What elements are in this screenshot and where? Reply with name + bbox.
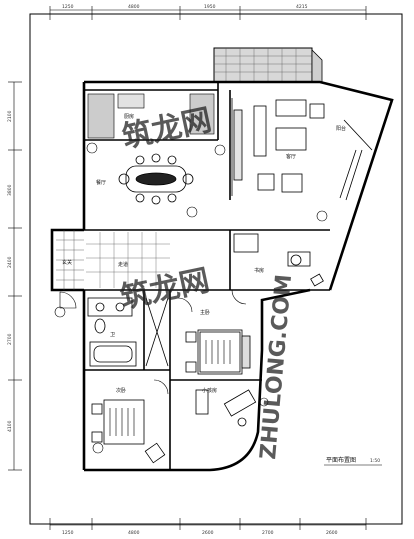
room-label-corridor: 走道 bbox=[118, 261, 128, 268]
dim-bottom-4: 2700 bbox=[262, 530, 274, 536]
corridor-floor-tiles bbox=[86, 232, 170, 288]
room-label-guest: 次卧 bbox=[116, 387, 126, 394]
room-label-entry: 玄关 bbox=[62, 259, 72, 266]
room-label-balcony: 阳台 bbox=[336, 125, 346, 132]
dim-left-1: 2100 bbox=[7, 110, 13, 122]
room-label-living: 客厅 bbox=[286, 153, 296, 160]
room-label-study: 书房 bbox=[254, 267, 264, 274]
plan-scale: 1:50 bbox=[370, 458, 380, 464]
interior-walls bbox=[84, 82, 330, 470]
room-label-master: 主卧 bbox=[200, 309, 210, 316]
potted-plants bbox=[54, 142, 328, 454]
exterior-walls bbox=[50, 80, 394, 472]
door-swings bbox=[59, 289, 247, 395]
drawing-frame bbox=[29, 13, 403, 525]
bottom-dimension-chain bbox=[49, 518, 367, 530]
dim-left-5: 4100 bbox=[7, 420, 13, 432]
dim-top-1: 1250 bbox=[62, 4, 74, 10]
study-desk bbox=[233, 233, 324, 287]
dim-bottom-3: 2600 bbox=[202, 530, 214, 536]
left-dimension-chain bbox=[8, 81, 22, 471]
kitchen-counter bbox=[87, 93, 215, 139]
guest-bed bbox=[91, 399, 166, 464]
dim-left-3: 2400 bbox=[7, 256, 13, 268]
living-room-window-doors bbox=[339, 119, 373, 201]
room-label-bath: 卫 bbox=[110, 332, 115, 338]
room-label-dining: 餐厅 bbox=[96, 179, 106, 186]
plan-title: 平面布置图 bbox=[326, 456, 356, 464]
entry-floor-tiles bbox=[56, 230, 84, 290]
child-room-furniture bbox=[195, 389, 257, 427]
dim-bottom-5: 2600 bbox=[326, 530, 338, 536]
dim-bottom-2: 4800 bbox=[128, 530, 140, 536]
watermark-cn-1: 筑龙网 bbox=[119, 103, 214, 156]
dim-top-2: 4800 bbox=[128, 4, 140, 10]
balcony-planter bbox=[213, 47, 323, 83]
dim-top-3: 1950 bbox=[204, 4, 216, 10]
bathroom-fixtures bbox=[87, 297, 169, 367]
top-dimension-chain bbox=[49, 6, 367, 20]
dining-table-set bbox=[118, 153, 194, 205]
room-label-kitchen: 厨房 bbox=[124, 113, 134, 120]
living-room-sofa-set bbox=[231, 98, 325, 196]
room-label-child: 小孩房 bbox=[202, 387, 217, 394]
dim-top-4: 4215 bbox=[296, 4, 308, 10]
master-bed bbox=[185, 329, 251, 375]
dim-left-2: 3800 bbox=[7, 184, 13, 196]
dim-bottom-1: 1250 bbox=[62, 530, 74, 536]
dim-left-4: 2700 bbox=[7, 333, 13, 345]
